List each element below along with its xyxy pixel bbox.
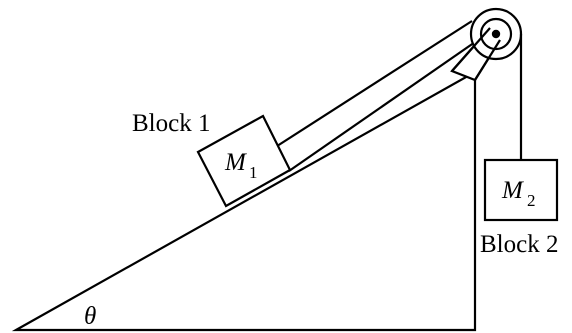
- string-incline-lower: [288, 39, 479, 172]
- pulley-axle: [491, 29, 501, 39]
- pulley-inner: [479, 17, 513, 51]
- bracket-arm-left: [451, 27, 491, 72]
- mass-2-symbol: M: [501, 177, 524, 204]
- angle-theta-label: θ: [84, 303, 96, 330]
- mass-1-subscript: 1: [249, 163, 258, 182]
- mass-2-subscript: 2: [527, 191, 536, 210]
- string-incline-upper: [273, 20, 473, 149]
- block-1: [196, 114, 292, 208]
- block-2: [483, 158, 559, 222]
- bracket-arm-right: [474, 39, 501, 81]
- block-1-label: Block 1: [132, 110, 210, 137]
- incline-wedge: [11, 70, 477, 332]
- mass-1-symbol: M: [224, 149, 247, 176]
- block-2-label: Block 2: [480, 231, 558, 258]
